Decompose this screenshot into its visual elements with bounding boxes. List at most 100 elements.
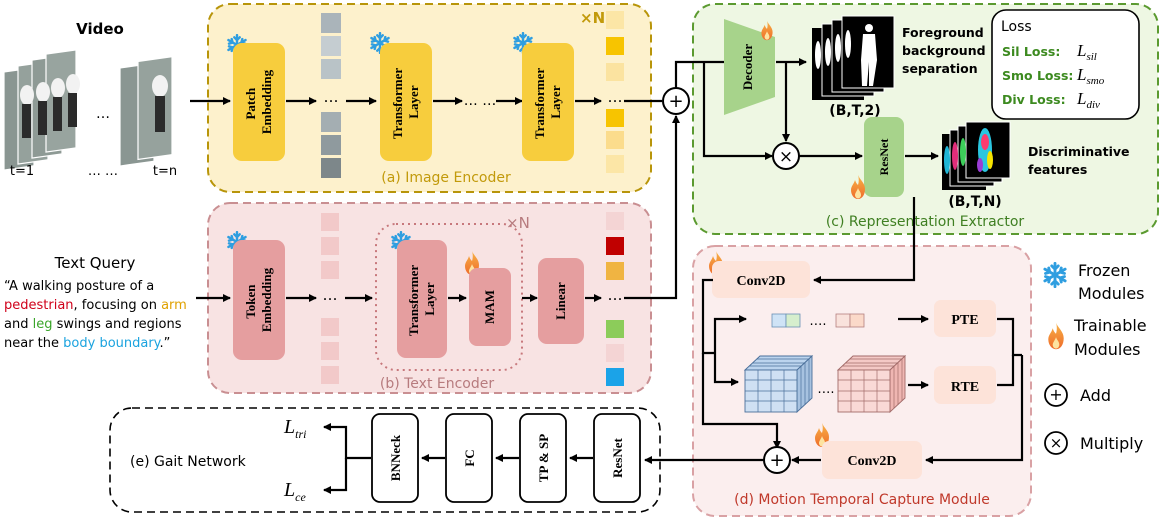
image-patch-tokens [321,13,341,178]
ltri-symbol: Ltri [283,416,306,441]
patch-embedding-label: Patch Embedding [243,69,274,134]
multiply-legend-label: Multiply [1080,434,1143,453]
linear-block [538,258,584,344]
silhouette-stack [812,15,895,100]
text-query-title: Text Query [54,254,136,272]
rte-cube-right [836,354,907,414]
extractor-resnet-block [864,117,904,197]
rte-label: RTE [951,380,979,395]
image-feature-dots: … [608,88,623,106]
merge-to-conv-bottom [925,355,1024,464]
representation-extractor-caption: (c) Representation Extractor [826,214,1025,230]
text-token-dots: … [323,286,338,304]
heatmap-to-conv-arrow [813,197,916,284]
bnneck-label: BNNeck [388,434,403,481]
add-to-decoder-line [674,58,737,88]
text-query-line-1: “A walking posture of a [4,279,154,294]
branch-lower [713,353,739,386]
gait-resnet-label: ResNet [610,437,625,477]
add-legend-label: Add [1080,386,1111,405]
frozen-legend-icon [1043,262,1067,288]
frame-dots-label: … … [88,164,118,179]
gait-network-caption: (e) Gait Network [130,454,247,470]
frame-first-label: t=1 [10,164,34,179]
text-tokens [321,213,339,384]
multiply-node-symbol: × [779,147,793,167]
add-to-resnet-line [702,62,773,160]
conv-to-branches [701,278,715,355]
heatmap-shape: (B,T,N) [948,194,1001,210]
image-transformer-label-n: Transformer Layer [532,65,563,139]
discriminative-label: Discriminative features [1028,144,1134,177]
smo-loss-label: Smo Loss: [1002,68,1073,83]
loss-title: Loss [1001,19,1032,35]
conv2d-bottom-label: Conv2D [847,454,896,469]
decoder-label: Decoder [740,44,755,90]
bnneck-to-lce-arrow [323,458,348,494]
branch-residual [701,353,781,449]
pte-label: PTE [951,313,978,328]
image-feature-tokens [606,11,624,173]
text-features-to-add [624,115,680,300]
video-mid-dots: … [96,106,110,122]
rte-dots: …. [817,382,834,397]
text-query-line-2: pedestrian, focusing on arm [4,298,187,313]
token-embedding-block [233,240,285,360]
fc-block [445,413,493,503]
image-transformer-layer-1 [380,43,432,161]
conv2d-bottom-block [822,441,922,479]
linear-label: Linear [553,282,568,320]
fc-label: FC [462,449,477,466]
rte-to-merge [997,355,1015,387]
text-transformer-layer [397,240,447,358]
silhouette-shape: (B,T,2) [829,103,880,119]
frozen-legend-label: Frozen Modules [1078,261,1145,303]
text-feature-tokens [606,212,624,386]
text-feature-dots: … [608,286,623,304]
rte-cube-left [743,354,814,414]
trainable-legend-icon [1048,322,1064,350]
image-layer-dots: … … [464,93,496,109]
pte-dots: …. [809,314,826,329]
trainable-legend-label: Trainable Modules [1073,316,1152,359]
bnneck-block [371,413,419,503]
motion-add-symbol: + [769,450,784,471]
text-query-line-4: near the body boundary.” [4,336,170,351]
multiply-legend-icon [1044,431,1068,455]
video-title: Video [76,20,124,38]
text-encoder-caption: (b) Text Encoder [380,376,495,392]
div-loss-symbol: Ldiv [1076,89,1100,111]
branch-upper [713,315,747,353]
smo-loss-symbol: Lsmo [1076,65,1105,87]
add-legend-symbol: + [1049,385,1062,404]
div-loss-label: Div Loss: [1002,92,1066,107]
heatmap-stack [942,121,1011,190]
add-legend-icon [1044,383,1068,407]
pte-tokens [771,313,865,328]
bnneck-to-ltri-arrow [323,423,371,460]
image-transformer-layer-n [522,43,574,161]
conv2d-top-label: Conv2D [736,274,785,289]
motion-module-caption: (d) Motion Temporal Capture Module [734,492,990,508]
multiply-legend-symbol: × [1050,434,1063,452]
pte-block [934,300,996,337]
loss-items: Sil Loss: Lsil Smo Loss: Lsmo Div Loss: … [1002,41,1105,111]
image-repeat-label: ×N [580,9,605,27]
rte-block [934,366,996,404]
foreground-label: Foreground background separation [902,25,990,76]
conv2d-top-block [712,261,810,298]
mam-label: MAM [482,290,497,324]
tpsp-label: TP & SP [536,434,551,482]
loss-box [991,9,1140,120]
gait-resnet-block [593,413,641,503]
mam-block [469,268,511,346]
video-frames-last [119,56,173,167]
lce-symbol: Lce [283,479,306,504]
tpsp-block [519,413,567,503]
patch-embedding-block [233,43,285,161]
text-repeat-label: ×N [506,214,530,232]
extractor-resnet-label: ResNet [877,139,891,176]
token-embedding-label: Token Embedding [243,267,274,332]
